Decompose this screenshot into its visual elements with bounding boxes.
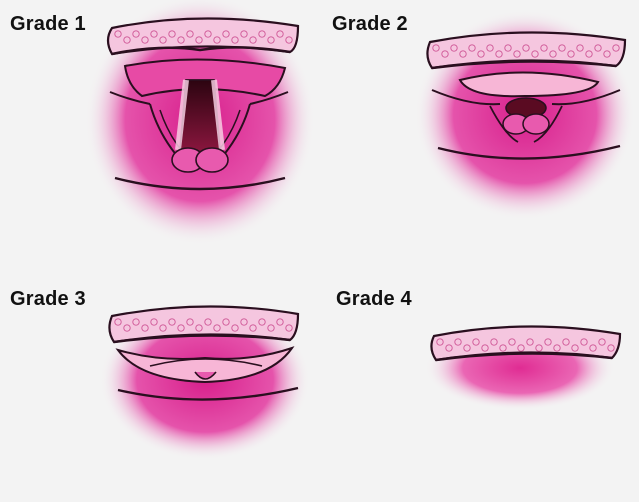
- panel-grade-3: Grade 3: [0, 250, 320, 502]
- panel-grade-1: Grade 1: [0, 0, 320, 250]
- panel-grade-4: Grade 4: [320, 250, 639, 502]
- grade-1-illustration: [0, 0, 320, 250]
- panel-grade-2: Grade 2: [320, 0, 639, 250]
- grade-2-illustration: [320, 0, 639, 250]
- grade-3-illustration: [0, 250, 320, 502]
- grade-4-illustration: [320, 250, 639, 502]
